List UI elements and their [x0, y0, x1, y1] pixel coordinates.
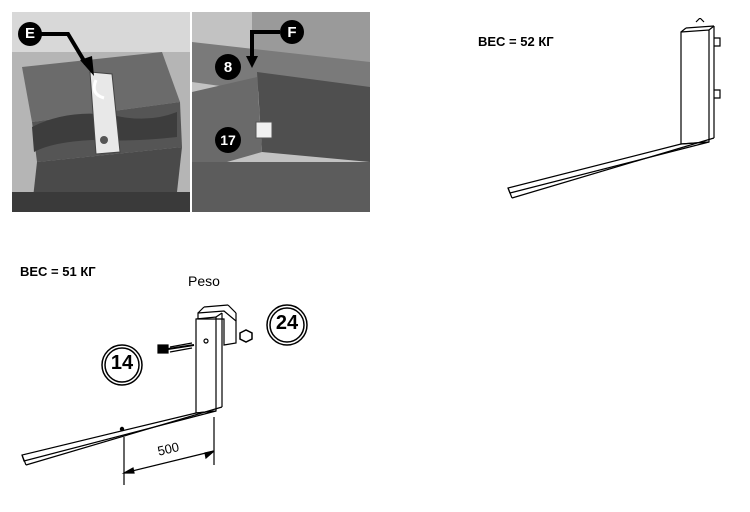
fork-drawing-top	[507, 18, 721, 199]
nut-ref-label: 24	[275, 312, 299, 334]
photo-fork-lock-pin	[12, 12, 190, 212]
callout-e-leader-arrow	[38, 32, 94, 76]
top-fork-weight-label: ВЕС = 52 КГ	[478, 34, 554, 49]
photo-fork-screws	[192, 12, 370, 212]
ref-8-label: 8	[223, 59, 233, 76]
bottom-fork-caption: Peso	[188, 273, 220, 289]
callout-f-label: F	[287, 24, 297, 41]
bolt-ref-label: 14	[110, 352, 134, 374]
callout-e-label: E	[24, 25, 35, 42]
bottom-fork-weight-label: ВЕС = 51 КГ	[20, 264, 96, 279]
fork-drawing-bottom	[21, 304, 308, 485]
ref-17-label: 17	[220, 132, 236, 148]
